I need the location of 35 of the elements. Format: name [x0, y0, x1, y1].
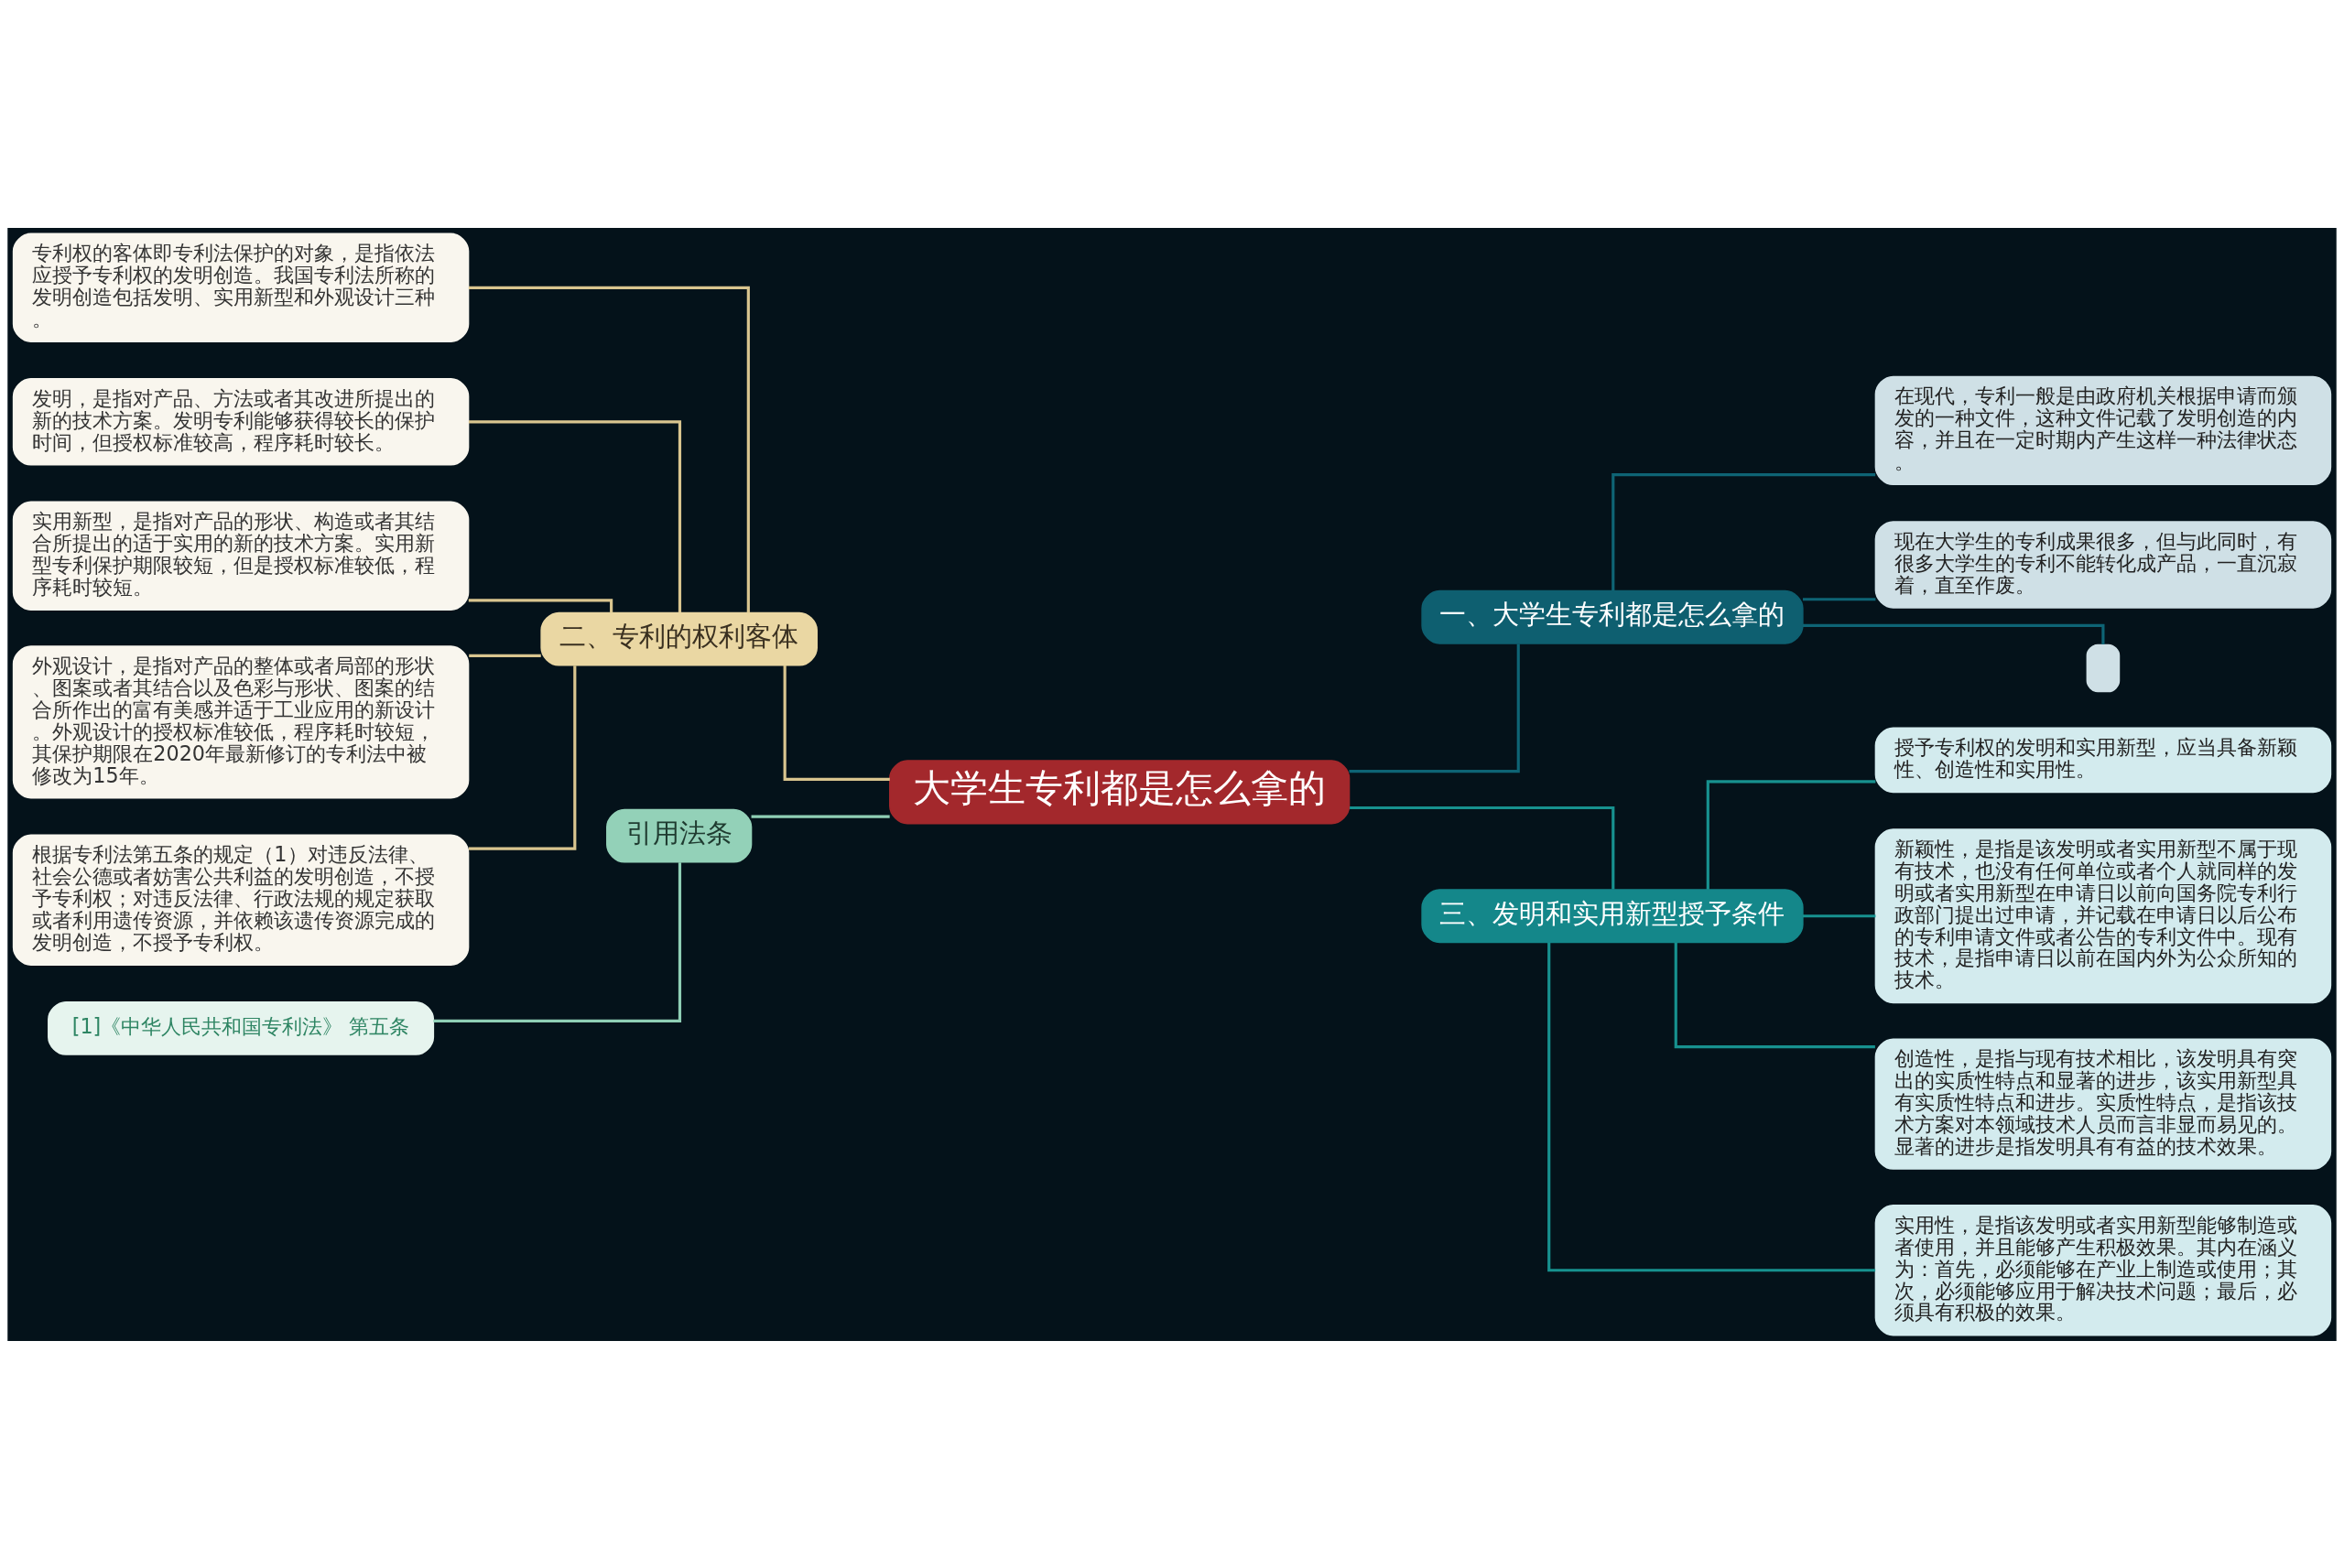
- node-box: 引用法条: [606, 808, 753, 863]
- connector: [1350, 806, 1615, 889]
- node-box: 三、发明和实用新型授予条件: [1421, 888, 1804, 943]
- node-box: [2086, 643, 2121, 692]
- node-box: 发明，是指对产品、方法或者其改进所提出的新的技术方案。发明专利能够获得较长的保护时间，但授权标准较高，程序耗时较长。: [12, 377, 470, 466]
- node-box: 二、专利的权利客体: [540, 611, 818, 666]
- node-box: 现在大学生的专利成果很多，但与此同时，有很多大学生的专利不能转化成产品，一直沉寂着，直至作废。: [1874, 520, 2332, 609]
- node-box: 在现代，专利一般是由政府机关根据申请而颁发的一种文件，这种文件记载了发明创造的内容，并且在一定时期内产生这样一种法律状态。: [1874, 375, 2332, 485]
- connector: [468, 286, 750, 612]
- connector: [1612, 472, 1876, 590]
- connector: [1349, 643, 1520, 773]
- connector: [433, 861, 682, 1022]
- connector: [1802, 914, 1876, 917]
- connector: [1706, 779, 1876, 890]
- node-box: 实用新型，是指对产品的形状、构造或者其结合所提出的适于实用的新的技术方案。实用新型专利保护期限较短，但是授权标准较低，程序耗时较短。: [12, 501, 470, 611]
- connector: [468, 598, 613, 612]
- connector: [751, 814, 890, 818]
- node-box: 大学生专利都是怎么拿的: [889, 759, 1351, 824]
- connector: [1547, 942, 1876, 1271]
- connector: [1802, 597, 1876, 600]
- node-box: 授予专利权的发明和实用新型，应当具备新颖性、创造性和实用性。: [1874, 727, 2332, 793]
- connector: [1802, 623, 2105, 644]
- node-box: 新颖性，是指是该发明或者实用新型不属于现有技术，也没有任何单位或者个人就同样的发明或者实用新型在申请日以前向国务院专利行政部门提出过申请，并记载在申请日以后公布的专利申请文件或者公告的专利文件中。现有技术，是指申请日以前在国内外为公众所知的技术。: [1874, 827, 2332, 1003]
- node-box: 专利权的客体即专利法保护的对象，是指依法应授予专利权的发明创造。我国专利法所称的发明创造包括发明、实用新型和外观设计三种。: [12, 232, 470, 342]
- connector: [1674, 942, 1875, 1048]
- node-box: 创造性，是指与现有技术相比，该发明具有突出的实质性特点和显著的进步，该实用新型具有实质性特点和进步。实质性特点，是指该技术方案对本领域技术人员而言非显而易见的。显著的进步是指发明具有有益的技术效果。: [1874, 1038, 2332, 1170]
- node-box: [1]《中华人民共和国专利法》 第五条: [48, 1000, 435, 1055]
- connector: [469, 654, 541, 657]
- connector: [783, 665, 890, 781]
- connector: [468, 419, 682, 612]
- connector: [468, 665, 577, 850]
- node-box: 一、大学生专利都是怎么拿的: [1421, 589, 1804, 644]
- node-box: 根据专利法第五条的规定（1）对违反法律、社会公德或者妨害公共利益的发明创造，不授予专利权；对违反法律、行政法规的规定获取或者利用遗传资源，并依赖该遗传资源完成的发明创造，不授予专利权。: [12, 834, 470, 966]
- node-box: 实用性，是指该发明或者实用新型能够制造或者使用，并且能够产生积极效果。其内在涵义为：首先，必须能够在产业上制造或使用；其次，必须能够应用于解决技术问题；最后，必须具有积极的效果。: [1874, 1204, 2332, 1336]
- node-box: 外观设计，是指对产品的整体或者局部的形状、图案或者其结合以及色彩与形状、图案的结合所作出的富有美感并适于工业应用的新设计。外观设计的授权标准较低，程序耗时较短，其保护期限在2020年最新修订的专利法中被修改为15年。: [12, 644, 470, 799]
